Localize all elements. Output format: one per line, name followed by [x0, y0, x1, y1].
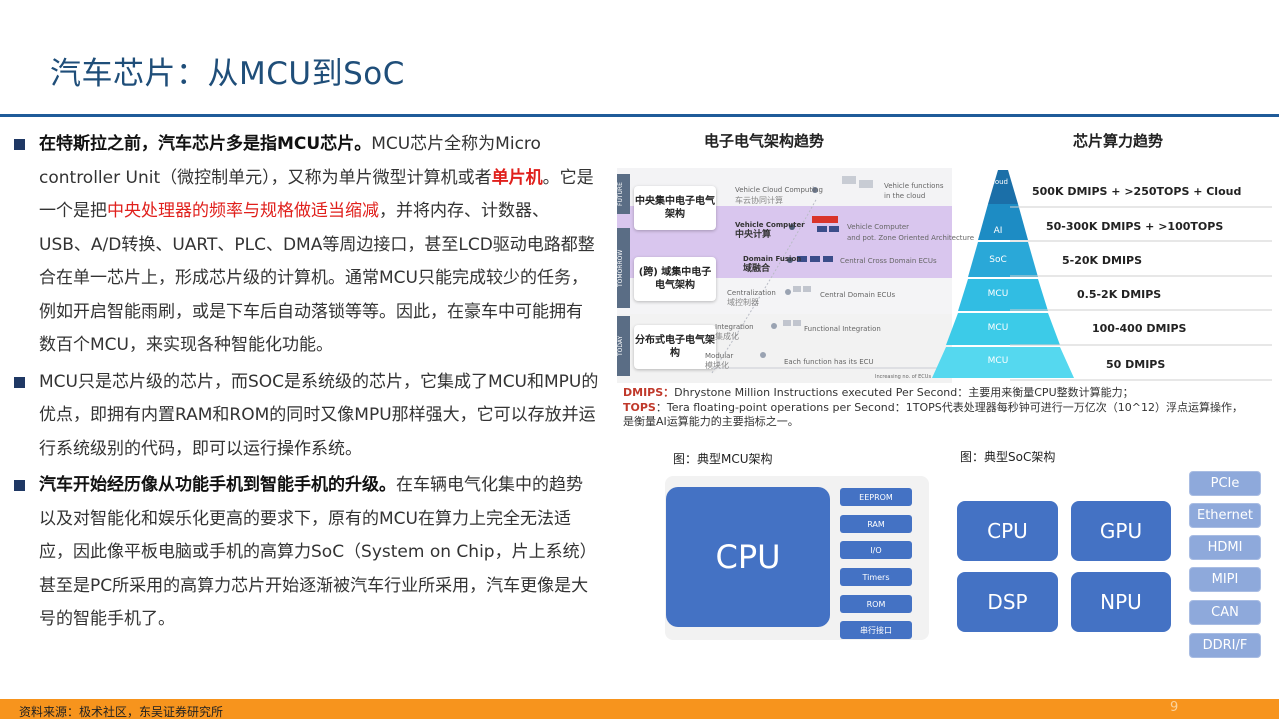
bullet-1-highlight-b: 中央处理器的频率与规格做适当缩减 [107, 201, 379, 221]
arch-trend-lines [711, 176, 947, 374]
pyramid-heading: 芯片算力趋势 [1073, 132, 1164, 150]
tier-soc-label: SoC [989, 255, 1007, 265]
note-cross-domain: Central Cross Domain ECUs [840, 257, 937, 265]
bullet-3-text: 在车辆电气化集中的趋势以及对智能化和娱乐化更高的要求下，原有的MCU在算力上完全… [39, 475, 597, 629]
step-int-zh: 集成化 [715, 332, 739, 341]
tier-mcu-1 [958, 279, 1048, 311]
step-vc-zh: 中央计算 [735, 230, 772, 240]
bullet-square-icon [14, 139, 25, 150]
bullet-1-highlight-a: 单片机 [491, 167, 543, 188]
bullet-square-icon [14, 480, 25, 491]
step-cloud-en: Vehicle Cloud Computing [735, 186, 823, 194]
tier-cloud [988, 170, 1018, 204]
note-axis: Increasing no. of ECUs [875, 374, 932, 380]
compute-pyramid [932, 170, 1074, 378]
soc-gpu-block: GPU [1071, 501, 1171, 561]
mcu-module-timers: Timers [840, 568, 912, 586]
soc-caption: 图：典型SoC架构 [960, 450, 1056, 464]
soc-io-can: CAN [1189, 600, 1261, 625]
tier-mcu-2 [946, 313, 1060, 345]
note-vc-2: and pot. Zone Oriented Architecture [847, 234, 975, 242]
bullet-3: 汽车开始经历像从功能手机到智能手机的升级。在车辆电气化集中的趋势以及对智能化和娱… [14, 469, 599, 637]
tier-cloud-label: Cloud [988, 178, 1008, 186]
tier-mcu-1-label: MCU [987, 289, 1009, 299]
step-central-zh: 域控制器 [727, 298, 759, 307]
tier-soc [968, 242, 1038, 277]
soc-io-pcie: PCIe [1189, 471, 1261, 496]
soc-dsp-block: DSP [957, 572, 1058, 632]
source-note: 资料来源：极术社区，东吴证券研究所 [19, 705, 224, 719]
soc-io-mipi: MIPI [1189, 567, 1261, 592]
mcu-caption: 图：典型MCU架构 [673, 452, 773, 466]
note-tops: TOPS：Tera floating-point operations per … [623, 401, 1243, 414]
bullet-square-icon [14, 376, 25, 388]
tier-mcu-2-label: MCU [987, 323, 1009, 333]
tier-soc-value: 5-20K DMIPS [1062, 254, 1143, 267]
page-number: 9 [1170, 700, 1179, 715]
stage-distributed: 分布式电子电气架构 [634, 325, 716, 369]
note-cloud-2: in the cloud [884, 192, 926, 200]
tier-mcu-2-value: 100-400 DMIPS [1092, 322, 1187, 335]
mcu-module-io: I/O [840, 541, 912, 559]
title-divider [0, 114, 1279, 117]
soc-io-hdmi: HDMI [1189, 535, 1261, 560]
step-mod-zh: 模块化 [705, 361, 729, 370]
note-cloud-1: Vehicle functions [884, 182, 944, 190]
mcu-module-ram: RAM [840, 515, 912, 533]
stage-central: 中央集中电子电气架构 [634, 186, 716, 230]
pyramid-separators [1010, 206, 1272, 381]
step-cloud-zh: 车云协同计算 [735, 196, 783, 205]
bullet-1: 在特斯拉之前，汽车芯片多是指MCU芯片。MCU芯片全称为Micro contro… [14, 128, 599, 363]
page-title: 汽车芯片：从MCU到SoC [50, 56, 405, 92]
mcu-module-eeprom: EEPROM [840, 488, 912, 506]
stage-domain: (跨) 域集中电子电气架构 [634, 257, 716, 301]
note-domain: Central Domain ECUs [820, 291, 896, 299]
note-each-function: Each function has its ECU [784, 358, 874, 366]
bullet-1-text-b: 。它是一个是把 [39, 167, 594, 222]
step-df-en: Domain Fusion [743, 255, 802, 263]
note-tops-2: 是衡量AI运算能力的主要指标之一。 [623, 415, 799, 428]
soc-io-ethernet: Ethernet [1189, 503, 1261, 528]
mcu-module-serial: 串行接口 [840, 621, 912, 639]
bullet-1-bold: 在特斯拉之前，汽车芯片多是指MCU芯片。 [39, 134, 372, 154]
tier-cloud-value: 500K DMIPS + >250TOPS + Cloud [1032, 185, 1242, 198]
step-mod-en: Modular [705, 352, 734, 360]
tier-ai [978, 204, 1028, 240]
soc-cpu-block: CPU [957, 501, 1058, 561]
bullet-1-text-c: ，并将内存、计数器、USB、A/D转换、UART、PLC、DMA等周边接口，甚至… [39, 201, 595, 355]
bullet-3-bold: 汽车开始经历像从功能手机到智能手机的升级。 [39, 475, 396, 495]
tier-mcu-3 [932, 347, 1074, 378]
arch-heading: 电子电气架构趋势 [704, 132, 825, 150]
tier-ai-value: 50-300K DMIPS + >100TOPS [1046, 220, 1224, 233]
note-vc-1: Vehicle Computer [847, 223, 910, 231]
soc-io-ddr: DDRI/F [1189, 633, 1261, 658]
bullet-1-text-a: MCU芯片全称为Micro controller Unit（微控制单元），又称为… [39, 134, 541, 188]
bullet-2: MCU只是芯片级的芯片，而SOC是系统级的芯片，它集成了MCU和MPU的优点，即… [14, 366, 599, 467]
step-central-en: Centralization [727, 289, 776, 297]
ee-architecture-diagram: FUTURE TOMORROW TODAY 中央集中电子电气架构 (跨) 域集中… [617, 168, 974, 383]
soc-npu-block: NPU [1071, 572, 1171, 632]
tier-mcu-1-value: 0.5-2K DMIPS [1077, 288, 1162, 301]
bullet-2-text: MCU只是芯片级的芯片，而SOC是系统级的芯片，它集成了MCU和MPU的优点，即… [39, 371, 599, 459]
mcu-cpu-block: CPU [666, 487, 830, 627]
note-dmips: DMIPS：Dhrystone Million Instructions exe… [623, 386, 1134, 399]
tier-mcu-3-value: 50 DMIPS [1106, 358, 1166, 371]
tier-mcu-3-label: MCU [987, 356, 1009, 366]
bullet-list: 在特斯拉之前，汽车芯片多是指MCU芯片。MCU芯片全称为Micro contro… [14, 128, 599, 640]
mcu-module-rom: ROM [840, 595, 912, 613]
step-df-zh: 域融合 [743, 264, 771, 274]
footer-bar: 资料来源：极术社区，东吴证券研究所 9 [0, 699, 1279, 719]
note-functional: Functional Integration [804, 325, 881, 333]
step-vc-en: Vehicle Computer [735, 221, 805, 229]
step-int-en: Integration [715, 323, 754, 331]
tier-ai-label: AI [993, 226, 1003, 236]
